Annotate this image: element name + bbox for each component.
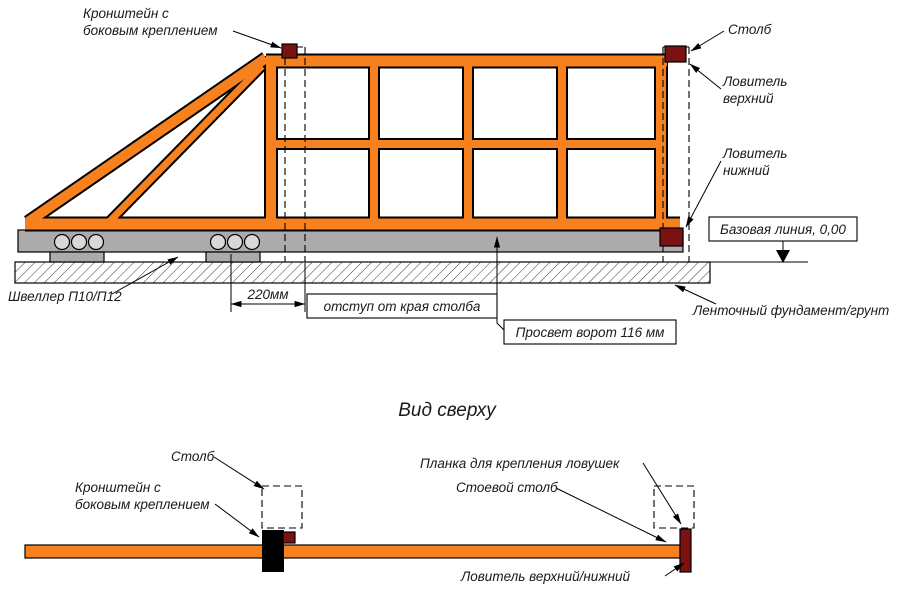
bracket-chip <box>282 531 296 544</box>
strip-foundation <box>14 261 711 284</box>
leader-post <box>690 30 725 52</box>
trolley-pedestal <box>205 251 261 263</box>
label-lower-catcher-line1: Ловитель <box>722 146 787 161</box>
lower-catcher-block <box>659 227 684 247</box>
label-upper-catcher-line2: верхний <box>723 91 774 106</box>
label-bracket-line2: боковым креплением <box>83 23 217 38</box>
label-catcher-plate: Планка для крепления ловушек <box>420 456 620 471</box>
trolley-pedestal <box>49 251 105 263</box>
label-post-top: Столб <box>171 449 215 464</box>
roller-wheel <box>87 233 105 251</box>
offset-callout: отступ от края столба <box>306 293 498 319</box>
upper-catcher-block <box>664 45 687 63</box>
leader-bracket-top <box>214 503 260 538</box>
side-view: 220мм отступ от края столба Просвет воро… <box>8 6 889 345</box>
side-bracket-block <box>281 43 298 59</box>
post-right-hidden-top <box>653 485 695 529</box>
label-bracket-top-line1: Кронштейн с <box>75 480 161 495</box>
roller-wheel <box>226 233 244 251</box>
post-left-hidden-top <box>261 485 303 529</box>
leader-catcher-plate <box>642 462 682 525</box>
clearance-callout: Просвет ворот 116 мм <box>503 319 677 345</box>
base-line-callout-box <box>708 216 858 242</box>
frame-member <box>25 53 269 227</box>
dimension-220: 220мм <box>230 254 306 312</box>
leader-channel <box>111 256 179 295</box>
guide-rail-channel <box>17 229 684 253</box>
label-bracket-line1: Кронштейн с <box>83 6 169 21</box>
roller-wheel <box>209 233 227 251</box>
dimension-220-text: 220мм <box>246 287 288 302</box>
top-view: Вид сверху Столб Кронштейн с боковым кре… <box>24 400 695 584</box>
offset-callout-box <box>306 293 498 319</box>
roller-wheel <box>243 233 261 251</box>
leader-lower-catcher <box>685 160 722 228</box>
base-line-callout-text: Базовая линия, 0,00 <box>720 222 846 237</box>
offset-callout-text: отступ от края столба <box>324 299 481 314</box>
leader-post-top <box>213 456 265 490</box>
datum-triangle-icon <box>776 250 790 263</box>
roller-wheel <box>70 233 88 251</box>
leader-foundation <box>674 284 717 305</box>
leader-upper-catcher <box>689 63 722 90</box>
roller-trolley-left <box>49 233 105 263</box>
datum-marker <box>776 241 790 263</box>
label-catcher-top: Ловитель верхний/нижний <box>460 569 631 584</box>
clearance-callout-text: Просвет ворот 116 мм <box>516 325 665 340</box>
gate-leaf-top <box>24 544 681 559</box>
gate-frame <box>25 53 680 230</box>
label-bracket-top-line2: боковым креплением <box>75 497 209 512</box>
clearance-callout-box <box>503 319 677 345</box>
leader-bracket <box>232 30 282 49</box>
label-stand-post: Стоевой столб <box>456 480 558 495</box>
label-foundation: Ленточный фундамент/грунт <box>692 303 889 318</box>
catcher-plate-top <box>679 528 692 573</box>
roller-wheel <box>53 233 71 251</box>
top-view-title: Вид сверху <box>398 400 497 421</box>
label-upper-catcher-line1: Ловитель <box>722 74 787 89</box>
frame-member <box>107 63 265 224</box>
bracket-block-top <box>262 530 284 572</box>
leader-clearance <box>493 236 506 332</box>
base-line-callout: Базовая линия, 0,00 <box>708 216 858 242</box>
label-channel: Швеллер П10/П12 <box>8 289 122 304</box>
leader-catcher-top <box>664 562 685 577</box>
label-post: Столб <box>728 22 772 37</box>
leader-stand-post <box>555 487 667 543</box>
roller-trolley-right <box>205 233 261 263</box>
label-lower-catcher-line2: нижний <box>723 163 770 178</box>
